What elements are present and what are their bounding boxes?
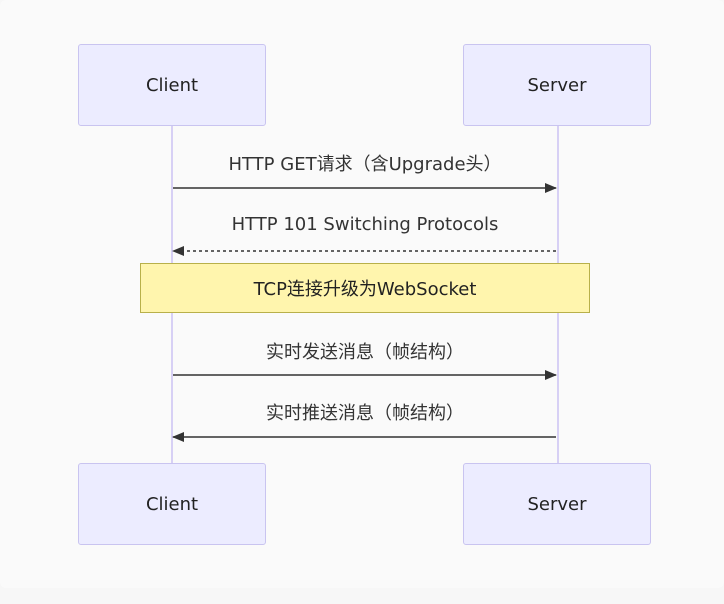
message-label-1: HTTP GET请求（含Upgrade头） — [228, 154, 502, 175]
client-actor-label: Client — [145, 493, 199, 515]
server-actor-top: Server — [463, 44, 651, 126]
server-actor-label: Server — [527, 493, 587, 515]
client-actor-bottom: Client — [78, 463, 266, 545]
client-actor-top: Client — [78, 44, 266, 126]
message-label-2: HTTP 101 Switching Protocols — [231, 214, 499, 235]
note-box: TCP连接升级为WebSocket — [140, 263, 590, 313]
message-label-4: 实时推送消息（帧结构） — [266, 403, 464, 424]
note-text: TCP连接升级为WebSocket — [253, 279, 477, 300]
server-actor-bottom: Server — [463, 463, 651, 545]
message-label-3: 实时发送消息（帧结构） — [266, 342, 464, 363]
client-actor-label: Client — [145, 74, 199, 96]
server-actor-label: Server — [527, 74, 587, 96]
